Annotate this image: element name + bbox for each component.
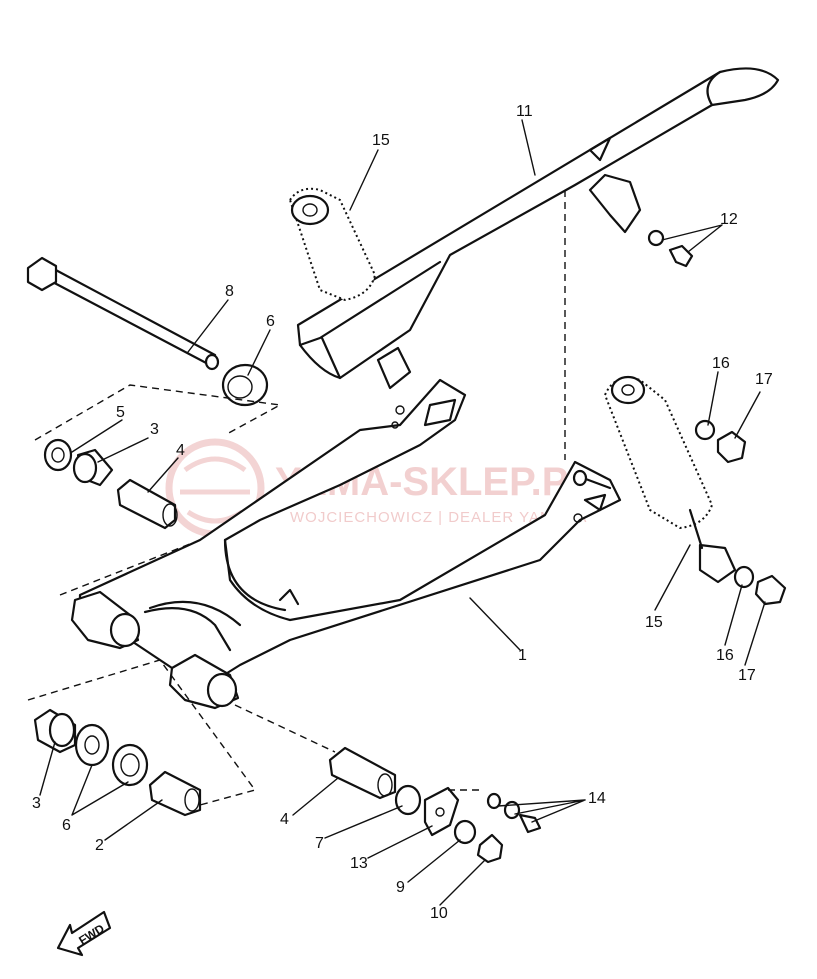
- callout-16-upper: 16: [712, 355, 730, 372]
- callout-1: 1: [518, 647, 527, 664]
- callout-6-upper: 6: [266, 313, 275, 330]
- callout-14: 14: [588, 790, 606, 807]
- lower-bushings: [27, 659, 257, 817]
- callout-16-lower: 16: [716, 647, 734, 664]
- fwd-arrow-icon: FWD: [56, 910, 112, 957]
- callout-5: 5: [116, 404, 125, 421]
- chain-guard: [296, 67, 780, 380]
- lower-right-parts: [234, 704, 542, 864]
- callout-15-lower: 15: [645, 614, 663, 631]
- callout-7: 7: [315, 835, 324, 852]
- callout-17-upper: 17: [755, 371, 773, 388]
- callout-12: 12: [720, 211, 738, 228]
- shock-absorber-right: [603, 375, 737, 584]
- callout-17-lower: 17: [738, 667, 756, 684]
- callout-11: 11: [516, 103, 533, 120]
- callout-2: 2: [95, 837, 104, 854]
- centre-line-pivot: [59, 539, 201, 596]
- callout-9: 9: [396, 879, 405, 896]
- callout-6-lower: 6: [62, 817, 71, 834]
- chain-guard-fasteners: [647, 229, 694, 268]
- callout-4-lower: 4: [280, 811, 289, 828]
- watermark-subtitle: WOJCIECHOWICZ | DEALER YAMAHA: [290, 509, 587, 526]
- shock-washers-nuts: [694, 419, 787, 606]
- callout-4-upper: 4: [176, 442, 185, 459]
- callout-3-lower: 3: [32, 795, 41, 812]
- callout-10: 10: [430, 905, 448, 922]
- oil-seal-upper: [221, 363, 269, 407]
- callout-15-upper: 15: [372, 132, 390, 149]
- callout-13: 13: [350, 855, 368, 872]
- callout-3-upper: 3: [150, 421, 159, 438]
- shock-absorber-left: [288, 187, 412, 390]
- callout-numbers: 11 15 12 8 6 16 17 5 3 4 15 16 17 1 3 6 …: [32, 103, 773, 922]
- callout-8: 8: [225, 283, 234, 300]
- upper-bushings: [34, 384, 283, 530]
- swingarm: [70, 378, 622, 710]
- leader-lines: [39, 119, 766, 906]
- pivot-axle-bolt: [26, 256, 220, 371]
